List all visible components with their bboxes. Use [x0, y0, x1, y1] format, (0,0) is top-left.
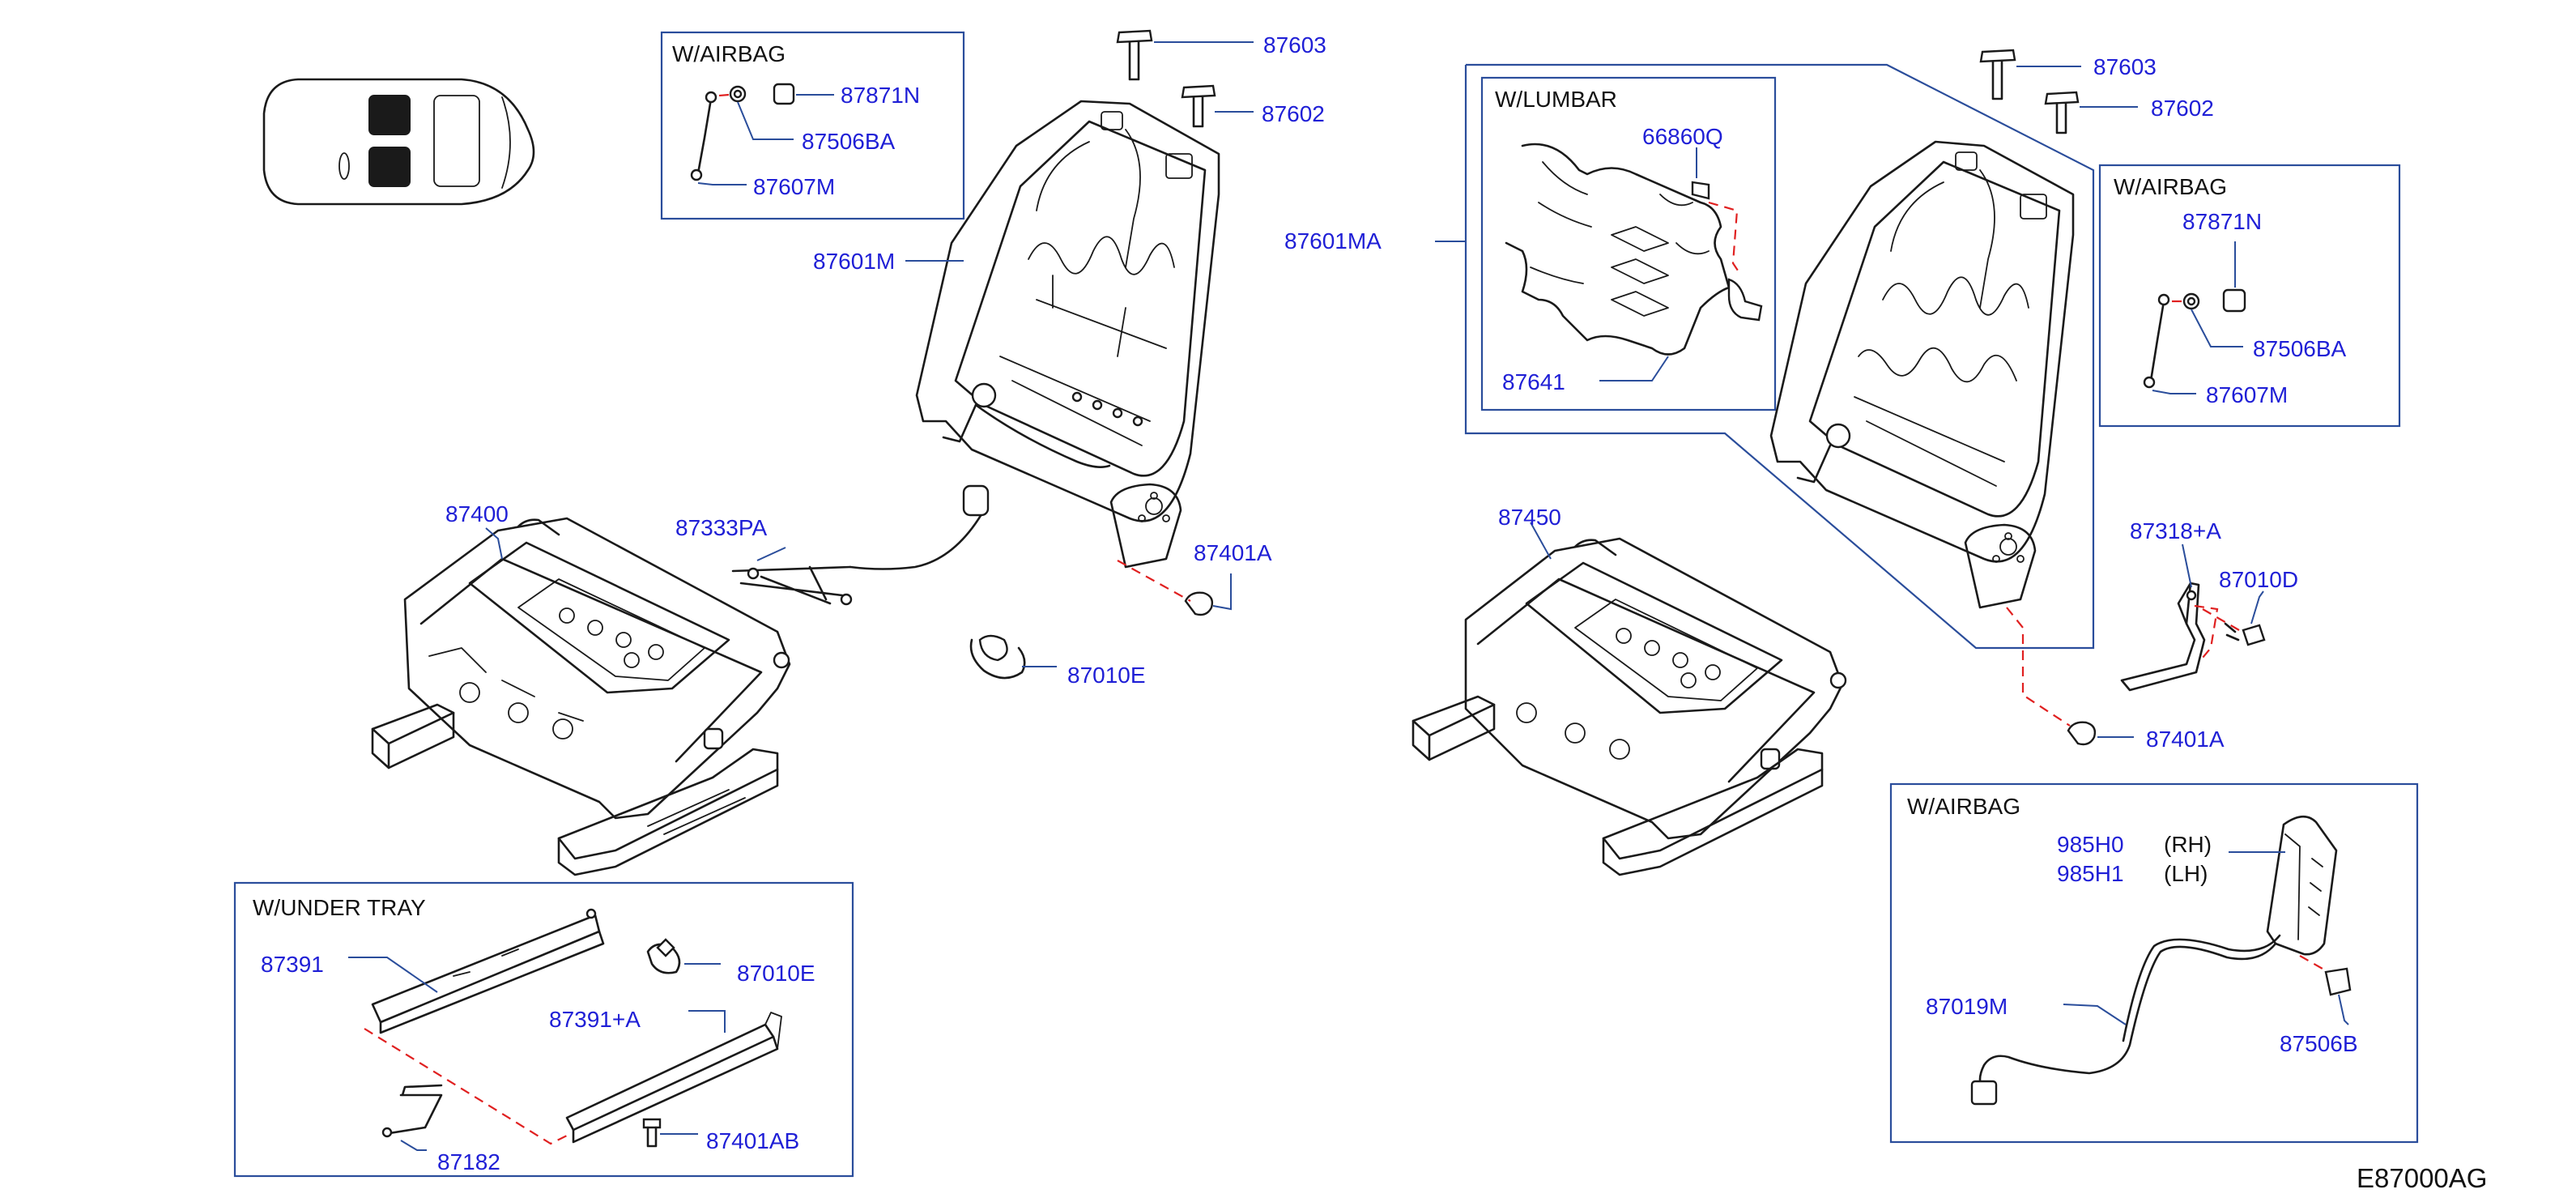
- part-label-66860Q: 66860Q: [1642, 124, 1723, 149]
- harness-87333PA: [731, 547, 853, 606]
- part-label-87318A: 87318+A: [2130, 518, 2221, 543]
- box-title-airbag-left: W/AIRBAG: [672, 41, 786, 66]
- bolt-87602-right: [2044, 91, 2138, 134]
- box-title-airbag-right: W/AIRBAG: [2114, 174, 2227, 199]
- under-tray-box: W/UNDER TRAY: [233, 881, 854, 1178]
- airbag-box-left: W/AIRBAG: [660, 31, 965, 220]
- box-title-lumbar: W/LUMBAR: [1495, 87, 1617, 112]
- part-number-labels: 87603 87602 87871N 87506BA 87607M 87601M…: [261, 32, 2487, 1193]
- airbag-box-bottom: W/AIRBAG: [1889, 782, 2419, 1144]
- bolt-87602-left: [1181, 84, 1254, 128]
- part-label-87506BA-right: 87506BA: [2253, 336, 2347, 361]
- bolt-87603-right: [1979, 49, 2081, 100]
- part-label-87506BA-left: 87506BA: [802, 129, 896, 154]
- part-label-87602-right: 87602: [2151, 96, 2214, 121]
- part-label-985H1: 985H1: [2057, 861, 2124, 886]
- part-label-87019M: 87019M: [1926, 994, 2008, 1019]
- part-label-87400: 87400: [445, 501, 509, 526]
- bracket-87318A: [2120, 543, 2266, 692]
- part-label-87391: 87391: [261, 952, 324, 977]
- part-label-87607M-left: 87607M: [753, 174, 835, 199]
- seat-back-frame-87601MA: [1769, 140, 2075, 609]
- cap-87401A-right: [2006, 607, 2134, 746]
- part-label-985H0: 985H0: [2057, 832, 2124, 857]
- part-label-87401AB: 87401AB: [706, 1128, 799, 1153]
- cap-87401A-left: [1117, 560, 1232, 616]
- part-label-87401A-left: 87401A: [1194, 540, 1272, 565]
- part-label-87641: 87641: [1502, 369, 1565, 394]
- part-label-87333PA: 87333PA: [675, 515, 767, 540]
- lumbar-outline: W/LUMBAR: [1435, 63, 2095, 650]
- seat-cushion-frame-87450: [1411, 522, 1847, 876]
- part-label-87607M-right: 87607M: [2206, 382, 2288, 407]
- seat-cushion-frame-87400: [371, 517, 791, 876]
- vehicle-seat-location-icon: [262, 78, 535, 206]
- part-label-87450: 87450: [1498, 505, 1561, 530]
- part-label-87601M: 87601M: [813, 249, 895, 274]
- seat-back-frame-87601M: [849, 100, 1220, 570]
- box-title-under-tray: W/UNDER TRAY: [253, 895, 426, 920]
- part-label-87391A: 87391+A: [549, 1007, 641, 1032]
- part-label-87871N-right: 87871N: [2182, 209, 2262, 234]
- part-label-87602-left: 87602: [1262, 101, 1325, 126]
- part-label-87601MA: 87601MA: [1284, 228, 1382, 254]
- box-title-airbag-bottom: W/AIRBAG: [1907, 794, 2020, 819]
- part-label-87010D: 87010D: [2219, 567, 2298, 592]
- part-label-87401A-right: 87401A: [2146, 727, 2225, 752]
- diagram-code: E87000AG: [2357, 1163, 2487, 1193]
- part-label-87010E-tray: 87010E: [737, 961, 815, 986]
- part-label-87010E-left: 87010E: [1067, 663, 1146, 688]
- part-label-87506B: 87506B: [2280, 1031, 2358, 1056]
- part-label-87871N-left: 87871N: [841, 83, 920, 108]
- part-label-87603-left: 87603: [1263, 32, 1326, 58]
- part-side-985H1: (LH): [2164, 861, 2208, 886]
- airbag-box-right: W/AIRBAG: [2098, 164, 2401, 428]
- bolt-87603-left: [1116, 29, 1254, 81]
- clip-87010E-left: [969, 634, 1057, 680]
- part-label-87182: 87182: [437, 1149, 500, 1174]
- part-label-87603-right: 87603: [2093, 54, 2157, 79]
- part-side-985H0: (RH): [2164, 832, 2212, 857]
